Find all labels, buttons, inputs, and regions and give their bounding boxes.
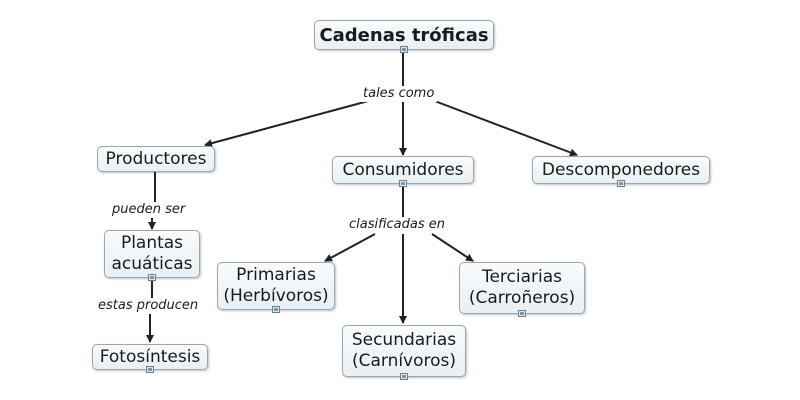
node-plantas-acuaticas[interactable]: Plantas acuáticas: [104, 230, 200, 281]
link-label-estas-producen: estas producen: [95, 298, 202, 314]
node-plantas-acuaticas-label: Plantas acuáticas: [111, 233, 193, 274]
node-cadenas-troficas-label: Cadenas tróficas: [319, 24, 489, 46]
resource-icon[interactable]: [518, 310, 526, 317]
node-productores-label: Productores: [105, 148, 207, 169]
resource-icon[interactable]: [617, 180, 625, 187]
node-descomponedores-label: Descomponedores: [541, 159, 701, 180]
node-productores[interactable]: Productores: [97, 146, 215, 172]
node-fotosintesis[interactable]: Fotosíntesis: [92, 344, 208, 373]
edge-label-to-productores: [204, 99, 373, 148]
link-label-clasificadas-en: clasificadas en: [346, 217, 448, 233]
node-secundarias[interactable]: Secundarias (Carnívoros): [342, 325, 466, 380]
node-consumidores-label: Consumidores: [342, 159, 464, 180]
edge-label-to-descomponedores: [431, 99, 578, 157]
node-terciarias[interactable]: Terciarias (Carroñeros): [459, 262, 585, 317]
edge-label-to-primarias: [324, 233, 376, 262]
node-fotosintesis-label: Fotosíntesis: [99, 346, 201, 367]
resource-icon[interactable]: [146, 366, 154, 373]
link-label-pueden-ser: pueden ser: [109, 202, 189, 218]
node-consumidores[interactable]: Consumidores: [332, 156, 474, 187]
node-descomponedores[interactable]: Descomponedores: [532, 156, 710, 187]
node-cadenas-troficas[interactable]: Cadenas tróficas: [314, 20, 494, 53]
resource-icon[interactable]: [399, 180, 407, 187]
resource-icon[interactable]: [400, 373, 408, 380]
resource-icon[interactable]: [272, 306, 280, 313]
node-terciarias-label: Terciarias (Carroñeros): [468, 267, 576, 308]
link-label-tales-como: tales como: [360, 86, 438, 102]
node-secundarias-label: Secundarias (Carnívoros): [351, 330, 457, 371]
node-primarias-label: Primarias (Herbívoros): [223, 265, 329, 306]
resource-icon[interactable]: [400, 46, 408, 53]
edge-label-to-terciarias: [431, 233, 474, 262]
node-primarias[interactable]: Primarias (Herbívoros): [217, 262, 335, 313]
resource-icon[interactable]: [148, 274, 156, 281]
